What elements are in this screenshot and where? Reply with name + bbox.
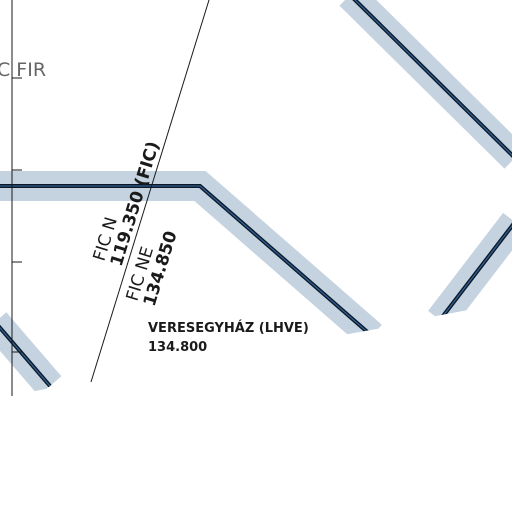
sector-boundary-line [90, 0, 210, 383]
route-middle-core [0, 185, 373, 337]
route-lines [0, 0, 512, 388]
route-middle-buffer [0, 171, 382, 348]
airfield-frequency: 134.800 [148, 340, 207, 355]
fir-boundary [11, 0, 22, 396]
airfield-name: VERESEGYHÁZ (LHVE) [148, 320, 309, 336]
fir-label: C FIR [0, 59, 46, 81]
airfield-label: VERESEGYHÁZ (LHVE) 134.800 [148, 320, 309, 355]
route-right-core [439, 224, 512, 321]
route-middle-outline [0, 184, 374, 338]
route-top-core [354, 0, 512, 156]
route-lower-left-core [0, 326, 51, 387]
blank-area [0, 302, 512, 512]
route-top-buffer [339, 0, 512, 169]
sector-north-label: FIC N 119.350 (FIC) [90, 139, 164, 269]
